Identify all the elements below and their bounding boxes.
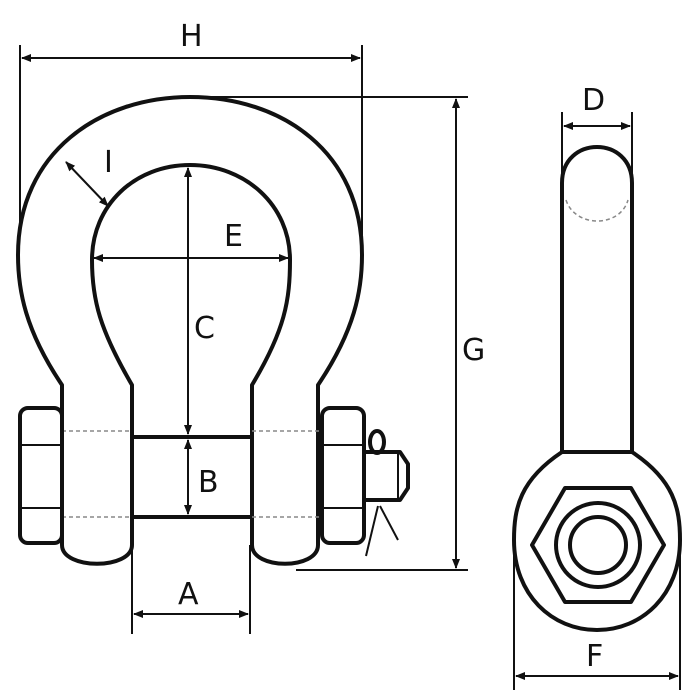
nut-right [320, 406, 366, 545]
front-view: H I E C B A [16, 19, 485, 634]
dimension-c: C [184, 167, 215, 435]
label-a: A [178, 577, 199, 612]
hidden-arc [565, 199, 629, 222]
pin-head-left [18, 406, 64, 545]
dimension-e: E [93, 219, 289, 262]
dimension-g: G [200, 96, 485, 571]
label-b: B [198, 465, 219, 500]
dimension-h: H [19, 19, 363, 235]
label-i: I [104, 145, 113, 180]
cotter-pin-ring [368, 429, 386, 455]
cotter-pin-leg [365, 505, 379, 557]
shackle-pin [130, 435, 254, 519]
side-pin-inner [568, 515, 628, 575]
label-h: H [180, 19, 203, 54]
pin-end [362, 450, 410, 502]
label-g: G [462, 333, 485, 368]
side-bow [560, 145, 634, 457]
shackle-bow [16, 95, 364, 566]
cotter-pin-leg [379, 505, 399, 541]
dimension-d: D [561, 83, 633, 180]
label-d: D [582, 83, 605, 118]
dimension-i: I [65, 145, 113, 207]
side-view: D F [512, 83, 682, 690]
label-e: E [224, 219, 243, 254]
label-f: F [586, 639, 603, 674]
dimension-a: A [131, 545, 251, 634]
label-c: C [194, 311, 215, 346]
dimension-b: B [184, 439, 219, 515]
dimension-f: F [513, 540, 681, 690]
